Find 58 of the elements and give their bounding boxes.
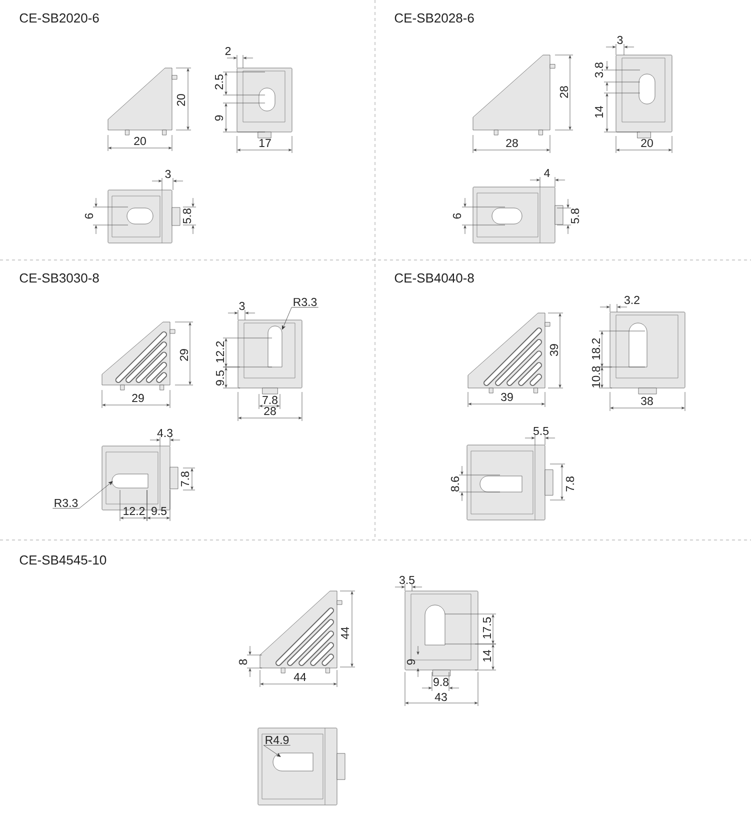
dimension-text: 5.5 xyxy=(533,427,548,436)
dimension-text: 14 xyxy=(483,650,491,662)
dimension-text: 28 xyxy=(506,138,518,148)
dimension-text: 5.8 xyxy=(182,208,192,224)
dimension-text: 10.8 xyxy=(592,366,600,388)
radius-label: R3.3 xyxy=(294,298,317,306)
dimension-text: 29 xyxy=(180,349,188,361)
dimension-text: 12.2 xyxy=(124,507,145,516)
dimension-text: 9.5 xyxy=(216,370,224,386)
dimension-text: 28 xyxy=(264,406,276,416)
dimension-text: 9.8 xyxy=(434,678,448,686)
dimension-text: 28 xyxy=(560,86,568,98)
dimension-text: 14 xyxy=(595,106,603,118)
dimension-text: 17.5 xyxy=(483,617,491,638)
dimension-text: 44 xyxy=(294,673,306,681)
dimension-text: 9 xyxy=(406,659,416,665)
dimension-text: 8.6 xyxy=(450,476,460,492)
dimension-text: 38 xyxy=(641,396,653,406)
dimension-text: 9 xyxy=(214,115,224,121)
part-number-title: CE-SB4040-8 xyxy=(394,273,474,283)
leader-line xyxy=(52,481,113,508)
part-number-title: CE-SB3030-8 xyxy=(20,273,99,283)
dimension-text: 4 xyxy=(544,169,550,177)
dimension-text: 7.8 xyxy=(566,476,574,492)
dimension-text: 39 xyxy=(501,392,513,402)
dimension-text: 9.5 xyxy=(152,506,166,516)
dimension-text: 8 xyxy=(238,659,248,665)
dimension-text: 3 xyxy=(617,36,623,44)
dimension-text: 20 xyxy=(176,94,186,106)
leader-line xyxy=(263,745,291,757)
dimension-text: 18.2 xyxy=(592,338,600,360)
dimension-text: 6 xyxy=(84,213,94,219)
dimension-text: 39 xyxy=(550,344,558,356)
dimension-text: 6 xyxy=(452,213,462,219)
part-number-title: CE-SB4545-10 xyxy=(20,555,106,565)
dimension-text: 3.5 xyxy=(399,576,414,584)
dimension-text: 44 xyxy=(341,626,349,640)
dimension-text: 7.8 xyxy=(180,472,190,486)
dimension-text: 3 xyxy=(165,170,171,178)
dimension-text: 2.5 xyxy=(214,74,224,90)
dimension-text: 20 xyxy=(134,136,146,146)
radius-label: R3.3 xyxy=(54,498,78,508)
leader-line xyxy=(282,307,319,330)
radius-label: R4.9 xyxy=(266,736,289,744)
dimension-text: 4.3 xyxy=(157,428,172,438)
dimension-text: 7.8 xyxy=(262,396,278,404)
dimension-text: 3.2 xyxy=(624,296,640,304)
dimension-text: 3.8 xyxy=(594,62,604,78)
dimension-text: 17 xyxy=(259,139,271,147)
part-number-title: CE-SB2028-6 xyxy=(394,13,474,23)
dimension-text: 29 xyxy=(132,394,144,402)
dimension-text: 5.8 xyxy=(570,208,580,224)
dimension-text: 3 xyxy=(239,302,245,310)
dimension-text: 12.2 xyxy=(216,341,224,362)
dimension-text: 43 xyxy=(434,692,447,702)
part-number-title: CE-SB2020-6 xyxy=(20,13,99,23)
dimension-text: 20 xyxy=(641,138,653,148)
dimension-text: 2 xyxy=(225,47,231,56)
